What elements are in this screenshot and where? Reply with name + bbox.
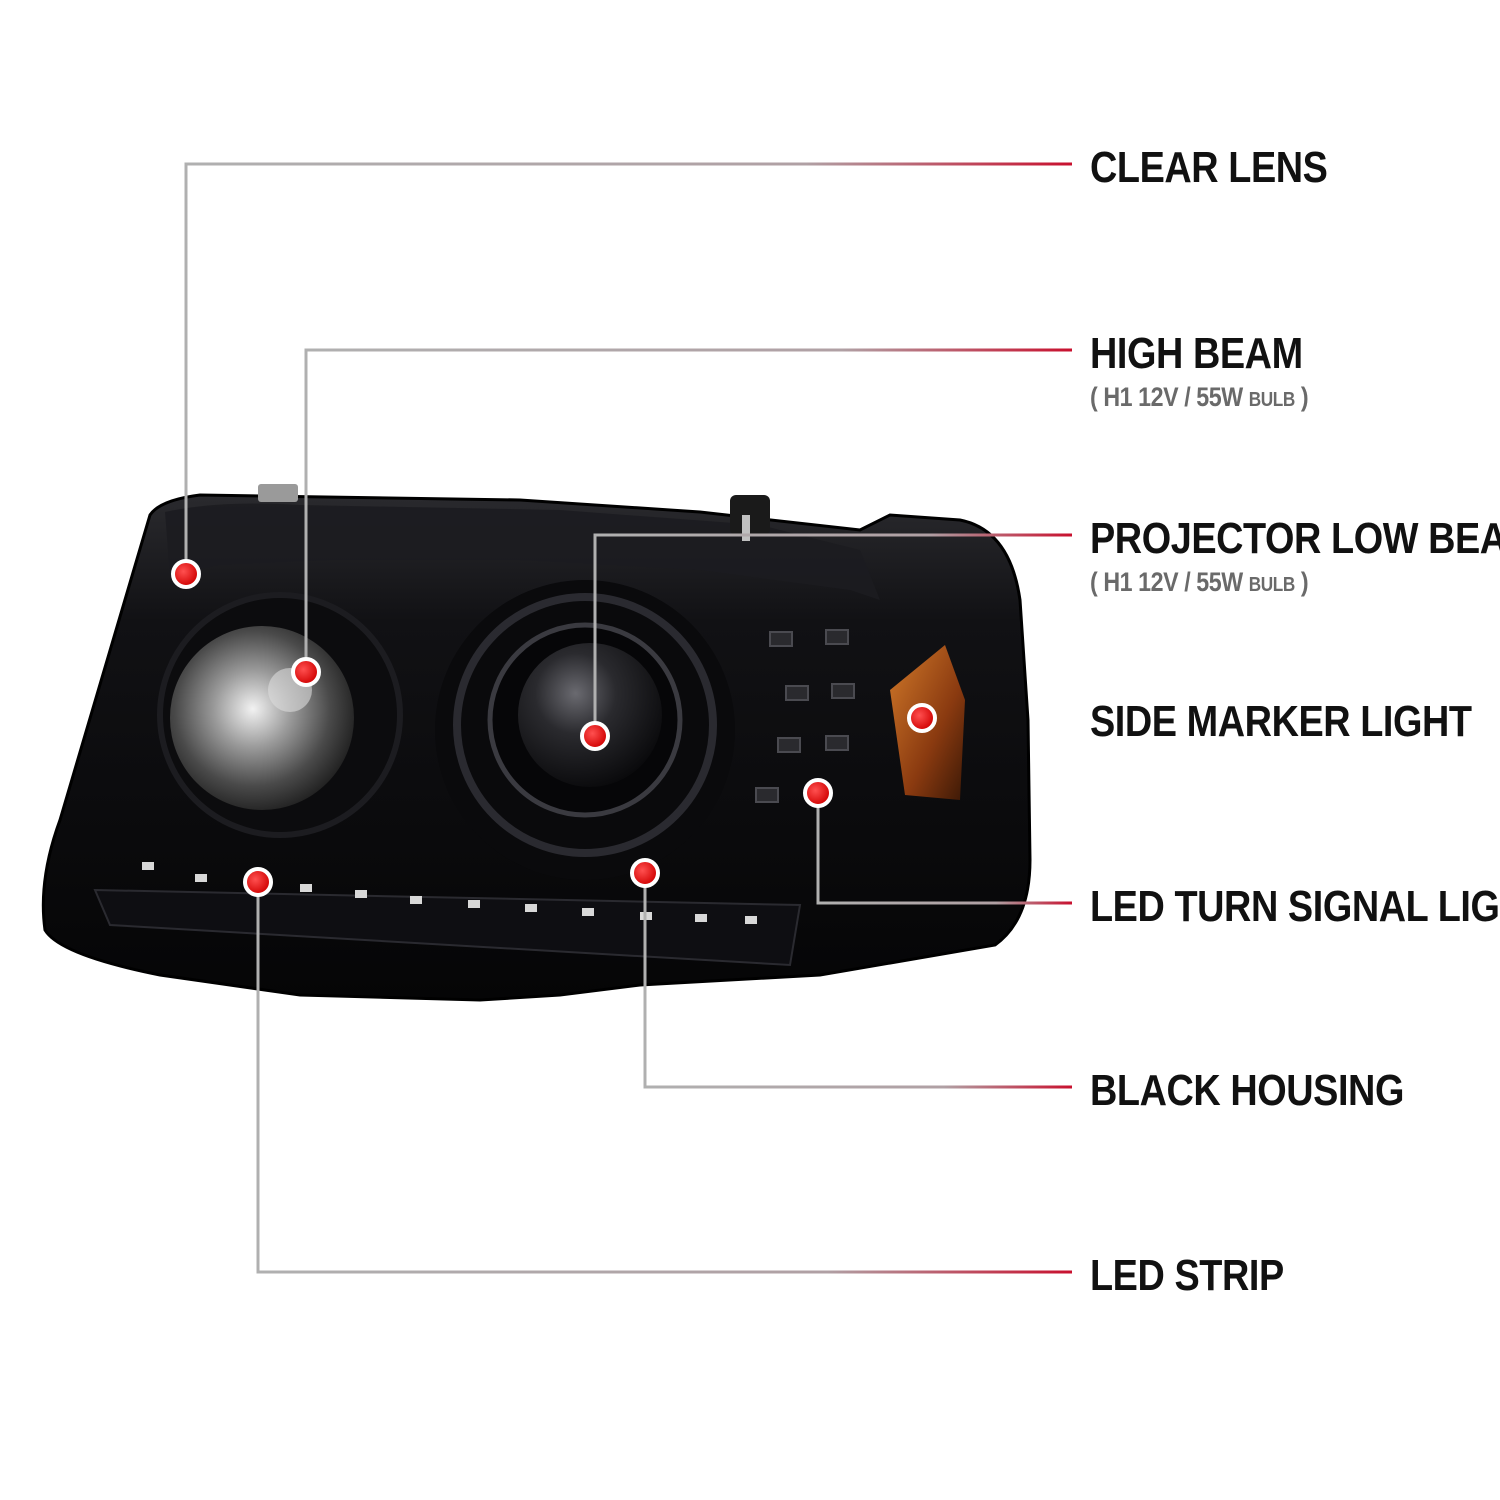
marker-side-marker-light <box>907 703 937 733</box>
marker-black-housing <box>630 858 660 888</box>
callout-projector-low-beam: PROJECTOR LOW BEAM ( H1 12V / 55W BULB ) <box>1090 517 1500 596</box>
marker-led-turn-signal-light <box>803 778 833 808</box>
callout-spec: ( H1 12V / 55W BULB ) <box>1090 567 1309 597</box>
callout-label: PROJECTOR LOW BEAM <box>1090 514 1500 563</box>
leader-lines <box>184 162 1072 1274</box>
callout-led-turn-signal-light: LED TURN SIGNAL LIGHT <box>1090 885 1500 929</box>
mounting-clip <box>258 484 298 502</box>
callout-led-strip: LED STRIP <box>1090 1254 1284 1298</box>
callout-side-marker-light: SIDE MARKER LIGHT <box>1090 700 1472 744</box>
marker-high-beam <box>291 657 321 687</box>
callout-label: HIGH BEAM <box>1090 329 1303 378</box>
callout-label: LED STRIP <box>1090 1251 1284 1300</box>
callout-clear-lens: CLEAR LENS <box>1090 143 1328 192</box>
callout-markers <box>171 559 937 897</box>
callout-label: SIDE MARKER LIGHT <box>1090 697 1472 746</box>
high-beam-reflector <box>170 626 354 810</box>
callout-label: LED TURN SIGNAL LIGHT <box>1090 882 1500 931</box>
led-turn-signal-cluster <box>755 629 855 803</box>
callout-black-housing: BLACK HOUSING <box>1090 1069 1404 1113</box>
callout-label: BLACK HOUSING <box>1090 1066 1404 1115</box>
projector-lens <box>518 643 662 787</box>
leader-black-housing <box>643 873 1072 1089</box>
marker-clear-lens <box>171 559 201 589</box>
leader-clear-lens <box>184 162 1072 574</box>
leader-led-turn-signal-light <box>816 793 1072 905</box>
callout-spec: ( H1 12V / 55W BULB ) <box>1090 382 1309 412</box>
marker-projector-low-beam <box>580 721 610 751</box>
leader-projector-low-beam <box>593 533 1072 736</box>
leader-high-beam <box>304 348 1072 672</box>
callout-high-beam: HIGH BEAM ( H1 12V / 55W BULB ) <box>1090 329 1309 412</box>
callout-label: CLEAR LENS <box>1090 143 1328 192</box>
marker-led-strip <box>243 867 273 897</box>
leader-led-strip <box>256 882 1072 1274</box>
